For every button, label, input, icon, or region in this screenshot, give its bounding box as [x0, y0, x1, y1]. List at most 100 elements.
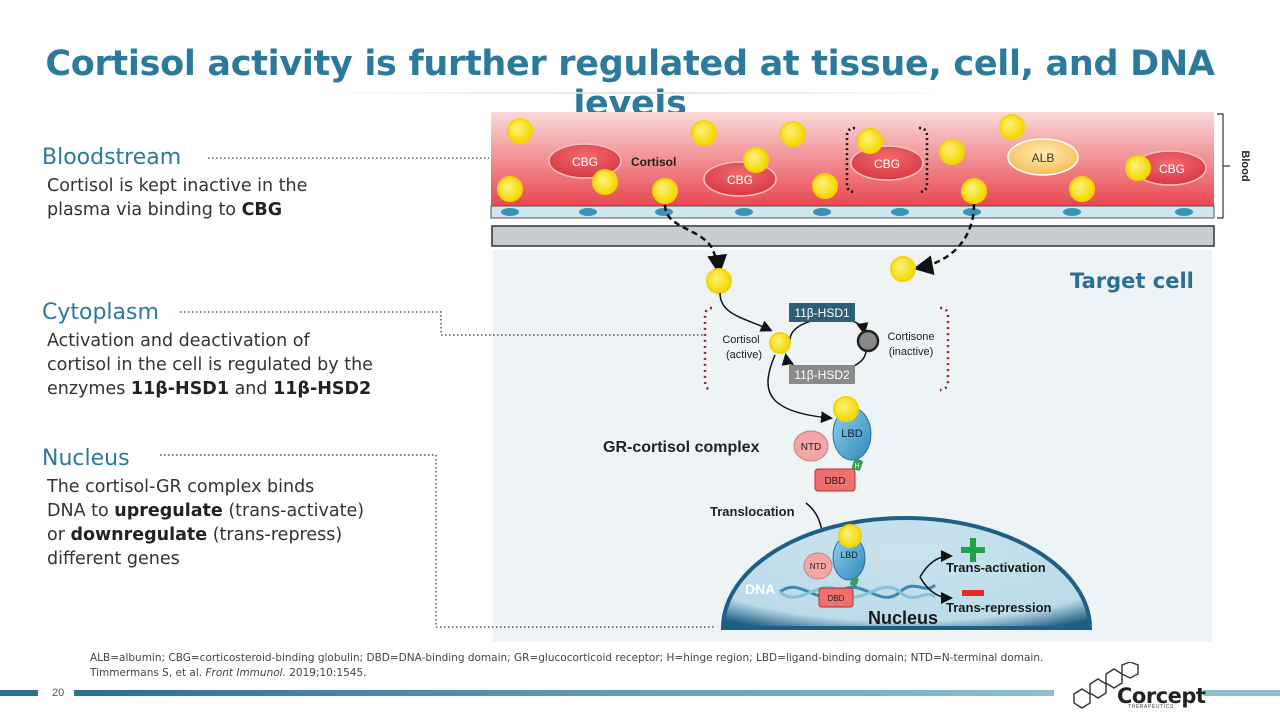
- basement-membrane: [491, 225, 1215, 247]
- bold-term: CBG: [241, 200, 283, 220]
- lbd-label: LBD: [841, 428, 862, 440]
- cytoplasm-text-line: cortisol in the cell is regulated by the: [47, 355, 373, 375]
- dbd-label: DBD: [824, 476, 845, 487]
- bound-cortisol: [838, 524, 862, 548]
- cbg-label: CBG: [874, 157, 900, 171]
- entry-arrow-right: [913, 203, 976, 276]
- bloodstream-section: Bloodstream Cortisol is kept inactive in…: [42, 145, 307, 222]
- cytoplasm-text: Activation and deactivation of cortisol …: [47, 329, 373, 401]
- reference-journal: Front Immunol.: [205, 667, 286, 679]
- alb-label: ALB: [1032, 151, 1055, 165]
- footer-bar: [74, 690, 1054, 696]
- text-span: enzymes: [47, 379, 131, 399]
- hsd1-enzyme-box: [789, 303, 855, 322]
- bloodstream-heading: Bloodstream: [42, 145, 182, 170]
- minus-icon: [962, 590, 984, 596]
- footer-bar-right: [1203, 690, 1280, 696]
- repression-arrow: [919, 576, 953, 604]
- hinge-label: H: [854, 463, 859, 470]
- text-span: (trans-repress): [207, 525, 343, 545]
- cbg-bracket-left: [845, 126, 856, 194]
- bold-term: downregulate: [70, 525, 208, 545]
- trans-activation-label: Trans-activation: [946, 560, 1046, 575]
- text-span: DNA to: [47, 501, 115, 521]
- alb-protein: ALB: [1007, 138, 1079, 176]
- cytoplasm-text-line: Activation and deactivation of: [47, 331, 310, 351]
- dna-label: DNA: [745, 581, 775, 597]
- nucleus-shape: [720, 515, 1093, 630]
- cbg-protein: CBG: [850, 145, 924, 181]
- cortisone-molecule: [856, 329, 880, 353]
- nucleus-section: Nucleus The cortisol-GR complex binds DN…: [42, 446, 364, 571]
- cortisone-label: Cortisone: [887, 331, 934, 343]
- dbd-label: DBD: [828, 594, 845, 603]
- cortisol-entry-arrow: [719, 292, 773, 332]
- bloodstream-text-line: plasma via binding to CBG: [47, 198, 307, 222]
- dna-helix: [778, 583, 937, 599]
- cytoplasm-section: Cytoplasm Activation and deactivation of…: [42, 300, 373, 401]
- page-number: 20: [52, 687, 65, 699]
- hsd2-enzyme-box: [789, 365, 855, 384]
- endothelium-layer: [490, 205, 1215, 219]
- cbg-label: CBG: [1159, 162, 1185, 176]
- cortisol-active-sub: (active): [726, 349, 762, 361]
- cycle-bracket-left: [703, 306, 713, 392]
- bloodstream-text: Cortisol is kept inactive in the plasma …: [47, 174, 307, 222]
- entry-arrow-left: [663, 204, 728, 275]
- cortisone-sub: (inactive): [889, 346, 934, 358]
- title-divider: [300, 92, 980, 94]
- footnote-reference: Timmermans S, et al. Front Immunol. 2019…: [90, 666, 1043, 681]
- gr-complex-label: GR-cortisol complex: [603, 439, 760, 456]
- nucleus-heading: Nucleus: [42, 446, 130, 471]
- nucleus-connector: [160, 454, 716, 628]
- bold-term: 11β-HSD2: [273, 379, 372, 399]
- gr-cortisol-complex: LBD NTD DBD H: [793, 396, 872, 492]
- cortisol-active-label: Cortisol: [722, 334, 759, 346]
- ntd-label: NTD: [801, 442, 822, 453]
- bold-term: 11β-HSD1: [130, 379, 230, 399]
- cortisol-label: Cortisol: [631, 155, 676, 169]
- footnote: ALB=albumin; CBG=corticosteroid-binding …: [90, 651, 1043, 681]
- cortisol-to-gr-arrow: [767, 354, 833, 424]
- cbg-protein: CBG: [1133, 150, 1207, 186]
- hsd2-label: 11β-HSD2: [794, 368, 850, 382]
- nucleus-text-line: or downregulate (trans-repress): [47, 523, 364, 547]
- nucleus-label: Nucleus: [868, 608, 938, 628]
- company-logo-text: Corcept: [1117, 684, 1206, 708]
- trans-repression-label: Trans-repression: [946, 600, 1052, 615]
- cytoplasm-connector: [180, 311, 703, 336]
- company-logo-subtext: THERAPEUTICS: [1128, 704, 1174, 710]
- nucleus-text-line: different genes: [47, 549, 180, 569]
- translocation-label: Translocation: [710, 504, 795, 519]
- slide-title: Cortisol activity is further regulated a…: [45, 44, 1215, 124]
- text-span: (trans-activate): [222, 501, 365, 521]
- bound-cortisol: [833, 396, 859, 422]
- bloodstream-text-line: Cortisol is kept inactive in the: [47, 176, 308, 196]
- lbd-label: LBD: [840, 550, 858, 560]
- hsd1-label: 11β-HSD1: [794, 306, 850, 320]
- cortisol-molecule-cell: [706, 268, 732, 294]
- blood-bracket: [1217, 113, 1230, 219]
- ntd-label: NTD: [810, 562, 827, 571]
- cytoplasm-text-line: enzymes 11β-HSD1 and 11β-HSD2: [47, 377, 373, 401]
- gr-complex-on-dna: LBD NTD DBD: [803, 524, 866, 608]
- bold-term: upregulate: [114, 501, 223, 521]
- cortisol-molecule-cell: [890, 256, 916, 282]
- activation-arrow: [919, 550, 953, 578]
- footer-bar-left: [0, 690, 38, 696]
- text-span: or: [47, 525, 71, 545]
- reference-authors: Timmermans S, et al.: [90, 667, 206, 679]
- nucleus-text-line: The cortisol-GR complex binds: [47, 477, 315, 497]
- corcept-logo-icon: [1073, 662, 1139, 709]
- endothelial-cells: [501, 208, 1193, 216]
- reference-details: 2019;10:1545.: [285, 667, 367, 679]
- cbg-bracket-right: [918, 126, 929, 194]
- cortisol-active-molecule: [769, 332, 791, 354]
- cbg-label: CBG: [727, 173, 753, 187]
- text-span: plasma via binding to: [47, 200, 242, 220]
- text-span: and: [229, 379, 274, 399]
- footnote-abbreviations: ALB=albumin; CBG=corticosteroid-binding …: [90, 652, 1044, 664]
- target-cell-label: Target cell: [1070, 269, 1194, 293]
- nucleus-text: The cortisol-GR complex binds DNA to upr…: [47, 475, 364, 571]
- nucleus-text-line: DNA to upregulate (trans-activate): [47, 499, 364, 523]
